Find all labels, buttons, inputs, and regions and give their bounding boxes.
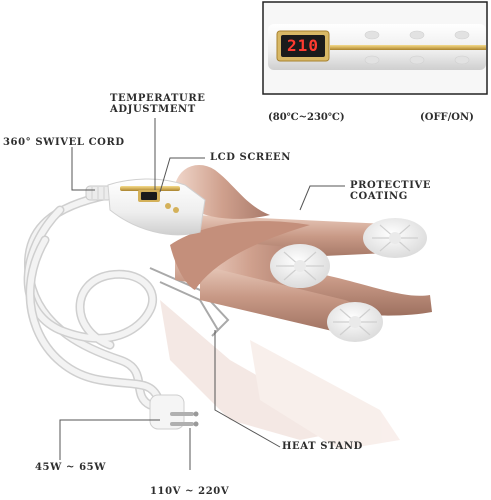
lcd-reading: 210 [287, 36, 319, 55]
lcd-screen-label: LCD SCREEN [210, 152, 292, 163]
power-cord [23, 190, 163, 410]
temperature-range-caption: (80℃~230℃) [268, 112, 345, 123]
temperature-adjustment-line2: ADJUSTMENT [110, 104, 196, 115]
protective-coating-line2: COATING [350, 191, 408, 202]
temperature-adjustment-label: TEMPERATURE ADJUSTMENT [110, 93, 206, 115]
protective-coating-line1: PROTECTIVE [350, 180, 432, 191]
temperature-adjustment-line1: TEMPERATURE [110, 93, 206, 104]
handle [107, 178, 206, 236]
heat-stand-label: HEAT STAND [282, 441, 363, 452]
callout-lines [59, 118, 345, 470]
voltage-label: 110V ~ 220V [150, 486, 230, 497]
barrel-caps [270, 218, 427, 342]
switch-caption: (OFF/ON) [420, 112, 474, 123]
inset-closeup [262, 1, 488, 95]
swivel-cord-label: 360° SWIVEL CORD [3, 137, 125, 148]
plug [149, 394, 199, 430]
wattage-label: 45W ~ 65W [35, 462, 107, 473]
protective-coating-label: PROTECTIVE COATING [350, 180, 431, 202]
reflection [160, 300, 400, 450]
